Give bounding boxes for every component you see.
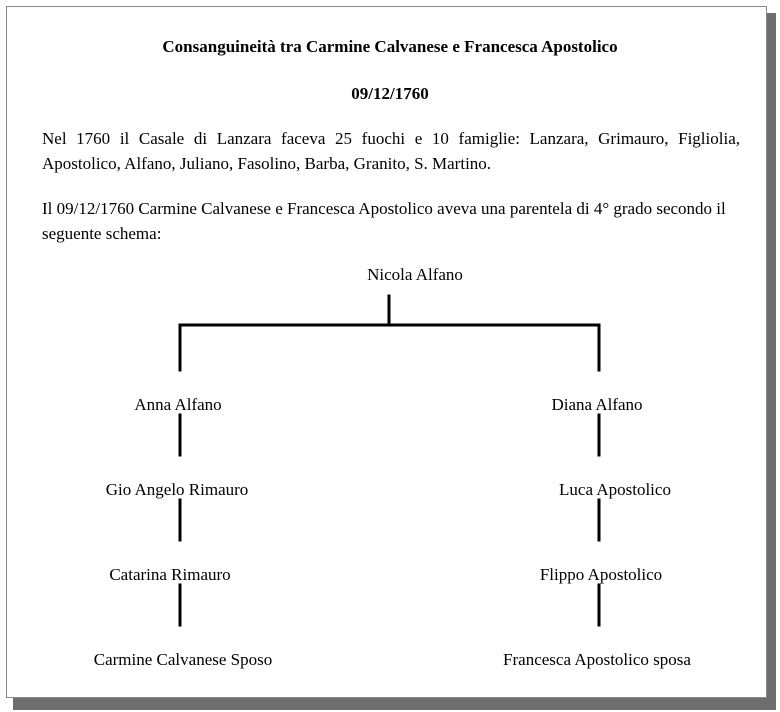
- tree-node-right-2: Luca Apostolico: [559, 480, 671, 499]
- tree-node-left-4: Carmine Calvanese Sposo: [93, 650, 273, 669]
- document-title: Consanguineità tra Carmine Calvanese e F…: [162, 37, 618, 56]
- document-page: [6, 6, 767, 698]
- paragraph-kinship: Il 09/12/1760 Carmine Calvanese e France…: [42, 199, 726, 243]
- tree-node-right-3: Flippo Apostolico: [539, 565, 663, 584]
- tree-node-left-2: Gio Angelo Rimauro: [105, 480, 249, 499]
- tree-node-right-1: Diana Alfano: [551, 395, 643, 414]
- paragraph-families: Nel 1760 il Casale di Lanzara faceva 25 …: [42, 129, 740, 173]
- tree-node-left-1: Anna Alfano: [134, 395, 222, 414]
- document-date: 09/12/1760: [351, 84, 429, 103]
- tree-node-right-4: Francesca Apostolico sposa: [503, 650, 691, 669]
- tree-node-root: Nicola Alfano: [367, 265, 463, 284]
- tree-node-left-3: Catarina Rimauro: [109, 565, 231, 584]
